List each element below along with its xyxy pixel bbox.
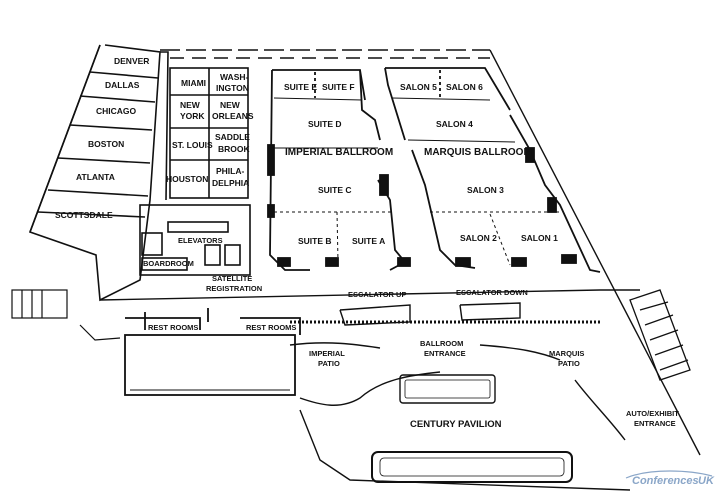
label-imperial-patio-2: PATIO [318, 359, 340, 368]
pavilion-area [289, 342, 631, 491]
label-suite-d: SUITE D [308, 119, 342, 129]
labels-west: DENVER DALLAS CHICAGO BOSTON ATLANTA SCO… [55, 56, 149, 220]
label-marquis-ballroom: MARQUIS BALLROOM [424, 147, 532, 158]
label-auto-exhibit-2: ENTRANCE [634, 419, 676, 428]
label-imperial-ballroom: IMPERIAL BALLROOM [285, 147, 393, 158]
label-salon-5: SALON 5 [400, 82, 437, 92]
label-new-york-1: NEW [180, 100, 201, 110]
foyer [99, 289, 640, 326]
restrooms-block [124, 308, 301, 396]
label-philadelphia-2: DELPHIA [212, 178, 249, 188]
label-new-orleans-1: NEW [220, 100, 241, 110]
labels-foyer: ESCALATOR UP ESCALATOR DOWN REST ROOMS R… [148, 288, 679, 430]
imperial-ballroom-block [267, 69, 411, 271]
label-new-york-2: YORK [180, 111, 205, 121]
label-suite-b: SUITE B [298, 236, 332, 246]
label-washington-2: INGTON [216, 83, 249, 93]
label-ballroom-entrance-2: ENTRANCE [424, 349, 466, 358]
labels-imperial: SUITE E SUITE F SUITE D IMPERIAL BALLROO… [284, 82, 393, 246]
marquis-ballroom-block [384, 67, 601, 273]
label-auto-exhibit-1: AUTO/EXHIBIT [626, 409, 679, 418]
label-denver: DENVER [114, 56, 149, 66]
label-saddle-brook-2: BROOK [218, 144, 251, 154]
east-stairs [629, 289, 691, 381]
label-imperial-patio-1: IMPERIAL [309, 349, 345, 358]
label-salon-1: SALON 1 [521, 233, 558, 243]
label-escalator-down: ESCALATOR DOWN [456, 288, 528, 297]
label-atlanta: ATLANTA [76, 172, 115, 182]
label-marquis-patio-2: PATIO [558, 359, 580, 368]
label-satellite-1: SATELLITE [212, 274, 252, 283]
labels-central: MIAMI WASH- INGTON NEW YORK NEW ORLEANS … [143, 72, 262, 293]
label-miami: MIAMI [181, 78, 206, 88]
label-salon-4: SALON 4 [436, 119, 473, 129]
label-dallas: DALLAS [105, 80, 140, 90]
north-wall [160, 49, 701, 456]
label-century-pavilion: CENTURY PAVILION [410, 419, 502, 430]
label-suite-a: SUITE A [352, 236, 385, 246]
west-stairs [11, 289, 121, 341]
watermark-suffix: UK [698, 475, 715, 487]
label-marquis-patio-1: MARQUIS [549, 349, 584, 358]
label-saddle-brook-1: SADDLE [215, 132, 250, 142]
label-suite-c: SUITE C [318, 185, 352, 195]
label-salon-3: SALON 3 [467, 185, 504, 195]
label-washington-1: WASH- [220, 72, 249, 82]
label-elevators: ELEVATORS [178, 236, 223, 245]
watermark-brand: Conferences [632, 475, 699, 487]
label-escalator-up: ESCALATOR UP [348, 290, 406, 299]
label-houston: HOUSTON [166, 174, 208, 184]
label-st-louis: ST. LOUIS [172, 140, 213, 150]
label-salon-6: SALON 6 [446, 82, 483, 92]
label-suite-f: SUITE F [322, 82, 355, 92]
label-salon-2: SALON 2 [460, 233, 497, 243]
west-wing [28, 44, 169, 302]
label-suite-e: SUITE E [284, 82, 317, 92]
label-rest-rooms-left: REST ROOMS [148, 323, 198, 332]
label-boston: BOSTON [88, 139, 124, 149]
labels-marquis: SALON 5 SALON 6 SALON 4 MARQUIS BALLROOM… [400, 82, 558, 243]
label-boardroom: BOARDROOM [143, 259, 194, 268]
label-scottsdale: SCOTTSDALE [55, 210, 113, 220]
label-satellite-2: REGISTRATION [206, 284, 262, 293]
label-ballroom-entrance-1: BALLROOM [420, 339, 463, 348]
conferences-uk-watermark: Conferences UK [625, 470, 715, 487]
label-philadelphia-1: PHILA- [216, 166, 245, 176]
label-new-orleans-2: ORLEANS [212, 111, 254, 121]
central-rooms-block [139, 67, 251, 276]
label-rest-rooms-right: REST ROOMS [246, 323, 296, 332]
label-chicago: CHICAGO [96, 106, 137, 116]
